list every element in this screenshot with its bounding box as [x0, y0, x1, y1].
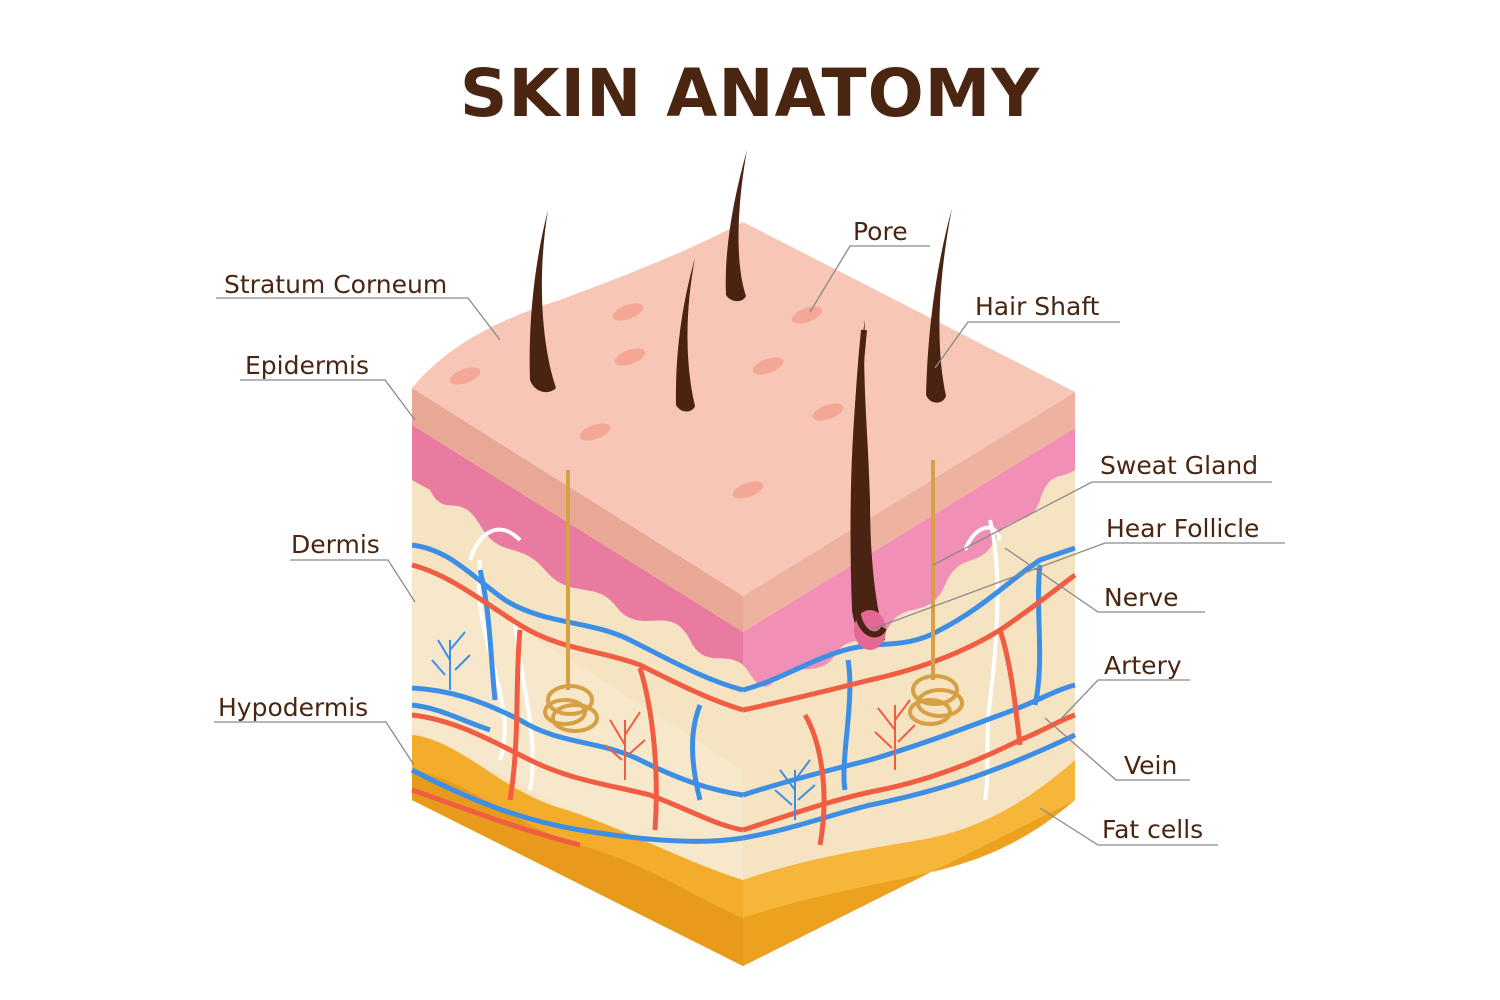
labels: Stratum Corneum Epidermis Dermis Hypoder…	[214, 217, 1285, 846]
label-stratum-corneum: Stratum Corneum	[224, 270, 447, 299]
sweat-gland-left	[543, 470, 599, 733]
label-vein: Vein	[1124, 751, 1177, 780]
label-sweat-gland: Sweat Gland	[1100, 451, 1258, 480]
label-hair-shaft: Hair Shaft	[975, 292, 1100, 321]
label-epidermis: Epidermis	[245, 351, 369, 380]
label-nerve: Nerve	[1104, 583, 1179, 612]
label-artery: Artery	[1104, 651, 1182, 680]
skin-surface	[412, 222, 1075, 596]
capillaries	[431, 631, 916, 820]
sweat-gland-right	[908, 460, 964, 726]
label-dermis: Dermis	[291, 530, 380, 559]
label-hair-follicle: Hear Follicle	[1106, 514, 1259, 543]
veins	[410, 542, 1077, 844]
label-hypodermis: Hypodermis	[218, 693, 368, 722]
label-pore: Pore	[853, 217, 908, 246]
arteries	[411, 562, 1077, 848]
page-title: SKIN ANATOMY	[460, 55, 1041, 132]
label-fat-cells: Fat cells	[1102, 815, 1203, 844]
